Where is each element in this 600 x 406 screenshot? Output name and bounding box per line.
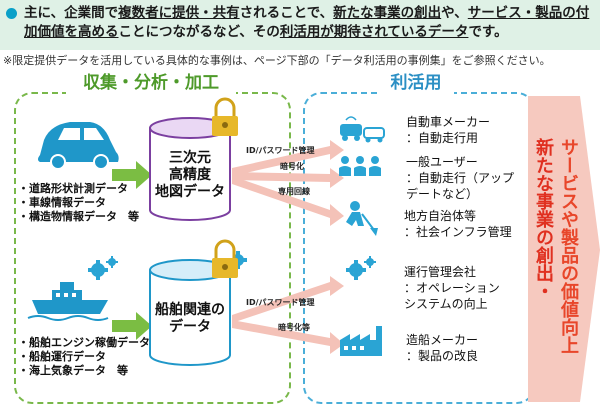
header-segment: です。	[468, 24, 508, 40]
connector-label: 暗号化等	[278, 323, 310, 332]
source-item: ・車線情報データ	[18, 196, 106, 209]
source-item: ・海上気象データ 等	[18, 364, 128, 377]
user-purpose: システムの向上	[404, 297, 488, 311]
source-list-top: ・道路形状計測データ ・車線情報データ ・構造物情報データ 等	[18, 182, 139, 224]
gear-icon	[364, 256, 376, 268]
user-entry: 自動車メーカー ：自動走行用	[406, 114, 490, 146]
database-label-line: データ	[169, 319, 211, 335]
header-emphasis: 利活用が期待されているデータ	[279, 24, 469, 40]
user-purpose: ：自動走行（アップ	[406, 171, 515, 185]
user-entry: 地方自治体等 ：社会インフラ管理	[404, 208, 512, 240]
collection-section-title: 収集・分析・加工	[66, 72, 236, 94]
header-segment: や、	[441, 5, 468, 21]
database-cylinder-bottom	[149, 259, 231, 366]
header-emphasis: 新たな事業の創出	[333, 5, 442, 21]
database-label-bottom: 船舶関連の データ	[150, 302, 230, 336]
user-name: 造船メーカー	[406, 333, 479, 347]
header-segment: されることで、	[239, 5, 334, 21]
worker-shovel-icon	[346, 201, 378, 236]
user-name: 自動車メーカー	[406, 115, 491, 129]
user-purpose: ：社会インフラ管理	[404, 225, 512, 239]
connector-label: ID/パスワード管理	[246, 298, 315, 307]
header-banner	[0, 0, 600, 50]
gear-icon	[346, 260, 366, 280]
user-name: 地方自治体等	[404, 209, 477, 223]
lock-icon	[212, 97, 238, 136]
header-segment: 主に、企業間で	[24, 5, 119, 21]
source-item: ・船舶運行データ	[18, 350, 106, 363]
header-emphasis: 複数者に提供・共有	[118, 5, 240, 21]
fan-arrows-bottom	[232, 276, 344, 354]
bullet-icon	[6, 8, 17, 19]
connector-label: 暗号化	[280, 162, 304, 171]
side-arrow-text: サービスや製品の価値向上 新たな事業の創出・	[528, 108, 598, 398]
people-icon	[339, 156, 381, 176]
user-entry: 造船メーカー ：製品の改良	[406, 332, 478, 364]
database-label-line: 船舶関連の	[155, 302, 225, 318]
gear-icon	[106, 256, 118, 268]
database-label-line: 地図データ	[155, 184, 225, 200]
car-icon	[38, 122, 119, 170]
utilization-section-title: 利活用	[378, 72, 454, 94]
vehicle-network-icon	[340, 116, 385, 143]
user-purpose: ：オペレーション	[404, 281, 500, 295]
green-arrow	[112, 161, 152, 189]
lock-icon	[212, 239, 238, 278]
header-text: 主に、企業間で複数者に提供・共有されることで、新たな事業の創出や、サービス・製品…	[24, 4, 596, 42]
user-purpose: ：製品の改良	[406, 349, 479, 363]
ship-icon	[27, 282, 109, 321]
source-list-bottom: ・船舶エンジン稼働データ ・船舶運行データ ・海上気象データ 等	[18, 336, 150, 378]
connector-label: ID/パスワード管理	[246, 146, 315, 155]
side-text-column: サービスや製品の価値向上	[558, 138, 579, 354]
fan-arrows-top	[232, 140, 344, 226]
big-side-arrow	[528, 96, 600, 402]
user-name: 一般ユーザー	[406, 155, 478, 169]
user-entry: 一般ユーザー ：自動走行（アップ デートなど）	[406, 154, 514, 202]
connector-label: 専用回線	[278, 187, 310, 196]
header-emphasis: サービス・製品の付加価値を高める	[24, 5, 590, 40]
source-item: ・船舶エンジン稼働データ	[18, 336, 150, 349]
database-label-line: 三次元	[169, 150, 211, 166]
database-label-top: 三次元 高精度 地図データ	[150, 150, 230, 201]
factory-icon	[340, 326, 382, 356]
green-arrow	[112, 312, 152, 340]
source-item: ・構造物情報データ 等	[18, 210, 139, 223]
note-text: ※限定提供データを活用している具体的な事例は、ページ下部の「データ利活用の事例集…	[3, 54, 551, 67]
gear-icon	[88, 260, 108, 280]
user-purpose: ：自動走行用	[406, 131, 479, 145]
database-label-line: 高精度	[169, 167, 211, 183]
user-purpose: デートなど）	[406, 187, 479, 201]
user-name: 運行管理会社	[404, 265, 477, 279]
header-segment: ことにつながるなど、その	[118, 24, 280, 40]
side-text-column: 新たな事業の創出・	[533, 138, 554, 300]
user-entry: 運行管理会社 ：オペレーション システムの向上	[404, 264, 500, 312]
source-item: ・道路形状計測データ	[18, 182, 128, 195]
